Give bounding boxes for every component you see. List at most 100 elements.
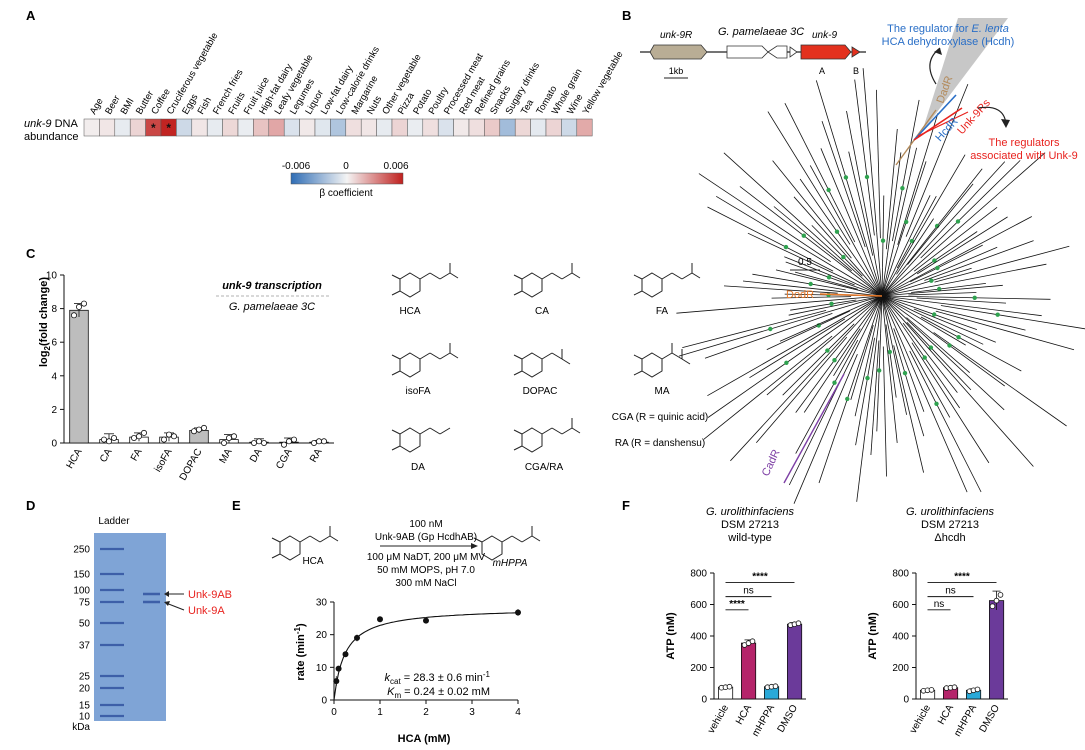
highlight-wedge [922, 18, 1008, 132]
heatmap-cell [253, 118, 270, 137]
chart-e-point [377, 616, 383, 623]
clade-hcdr-branch [913, 94, 957, 141]
structure-hca-substrate [271, 526, 339, 561]
structure-fa [633, 263, 701, 298]
tree-inner-branch [881, 295, 906, 311]
tree-inner-branch [881, 295, 905, 328]
tree-node [956, 335, 961, 340]
heatmap-cell [561, 118, 578, 137]
chart-f-wildtype-significance-label: **** [729, 599, 745, 610]
tree-branch [924, 240, 1034, 281]
chart-c-y-tick-label: 2 [51, 405, 57, 416]
tree-scale-label: 0.5 [798, 257, 812, 268]
chart-f-right-title-1: G. urolithinfaciens [906, 506, 995, 518]
chart-e-y-tick-label: 30 [316, 598, 328, 609]
chart-c-y-tick-label: 6 [51, 338, 57, 349]
heatmap-cell [530, 118, 547, 137]
tree-branch [916, 216, 1008, 275]
tree-inner-branch [881, 295, 907, 352]
tree-branch [833, 318, 869, 377]
chart-c-point [225, 434, 232, 441]
chart-f-wildtype-y-tick-label: 0 [701, 695, 707, 706]
tree-branch [676, 300, 825, 314]
chart-c-x-tick-label: FA [129, 447, 145, 463]
chart-e-ylabel: rate (min-1) [293, 623, 307, 681]
chart-c-x-tick-label: DOPAC [178, 447, 205, 483]
chart-c-point [140, 429, 147, 436]
heatmap-cell [330, 118, 347, 137]
chart-c-point [310, 439, 317, 446]
tree-inner-branch [881, 258, 917, 297]
chart-f-wildtype-y-label: ATP (nM) [665, 612, 677, 660]
tree-branch [907, 183, 974, 265]
tree-inner-branch [881, 267, 896, 297]
compound-label-dopac: DOPAC [523, 386, 558, 397]
tree-branch [911, 342, 990, 464]
gene-sub-a: A [819, 66, 825, 76]
chart-f-wildtype-y-tick-label: 600 [690, 600, 707, 611]
compound-label-ma: MA [655, 386, 670, 397]
tree-inner-branch [871, 244, 883, 297]
tree-branch [790, 299, 857, 311]
chart-f-right-title-2: DSM 27213 [921, 519, 979, 531]
tree-branch [788, 301, 856, 316]
tree-inner-branch [841, 264, 883, 297]
tree-inner-branch [857, 295, 883, 329]
tree-branch [793, 196, 858, 269]
tree-branch [766, 323, 851, 396]
chart-e-fit-curve [333, 612, 518, 701]
tree-inner-branch [881, 295, 925, 344]
tree-branch [856, 353, 876, 502]
tree-branch [773, 206, 852, 272]
kinetics-kcat: kcat = 28.3 ± 0.6 min-1 [385, 670, 491, 686]
tree-node [932, 312, 937, 317]
chart-f-hcdh-x-tick-label: vehicle [908, 703, 933, 736]
tree-branch [715, 195, 836, 269]
gene-arrow-2 [767, 45, 788, 59]
tree-branch [908, 292, 977, 296]
compound-label-fa: FA [656, 306, 669, 317]
tree-branch [820, 148, 866, 255]
arrowhead-unk9a [164, 601, 170, 606]
chart-f-hcdh-y-tick-label: 800 [892, 569, 909, 580]
tree-branch [927, 263, 1047, 288]
chart-f-wildtype-y-tick-label: 400 [690, 632, 707, 643]
tree-node [832, 358, 837, 363]
chart-c-y-tick-label: 4 [51, 371, 57, 382]
chart-c-point [220, 439, 227, 446]
compound-note-ra: RA (R = danshensu) [615, 438, 705, 449]
tree-inner-branch [824, 295, 883, 314]
chart-f-hcdh-y-tick-label: 400 [892, 632, 909, 643]
tree-branch [908, 231, 978, 279]
chart-e-point [515, 609, 521, 616]
chart-e-point [333, 678, 340, 685]
chart-c-title: unk-9 transcription [222, 280, 322, 292]
tree-branch [749, 318, 846, 379]
heatmap-cell [191, 118, 208, 137]
tree-inner-branch [881, 254, 893, 297]
tree-branch [916, 297, 1007, 304]
gene-unk9a-arrow [800, 44, 852, 60]
tree-inner-branch [881, 295, 930, 298]
chart-c-y-tick-label: 0 [51, 439, 57, 450]
tree-branch [891, 147, 917, 255]
gel-image [94, 533, 166, 721]
gel-ladder-label: 100 [73, 586, 90, 597]
tree-node [768, 326, 773, 332]
tree-branch [793, 354, 858, 504]
tree-node [845, 396, 850, 402]
tree-branch [794, 271, 858, 290]
tree-branch [906, 317, 970, 374]
unk-note-line2: associated with Unk-9 [970, 150, 1078, 162]
tree-branch [771, 296, 852, 299]
tree-inner-branch [881, 295, 895, 336]
heatmap-cell [453, 118, 470, 137]
tree-inner-branch [852, 288, 883, 297]
tree-node [947, 343, 952, 348]
chart-c-point [250, 439, 257, 446]
kinetics-km: Km = 0.24 ± 0.02 mM [387, 686, 490, 700]
gel-ladder-label: 15 [79, 701, 91, 712]
